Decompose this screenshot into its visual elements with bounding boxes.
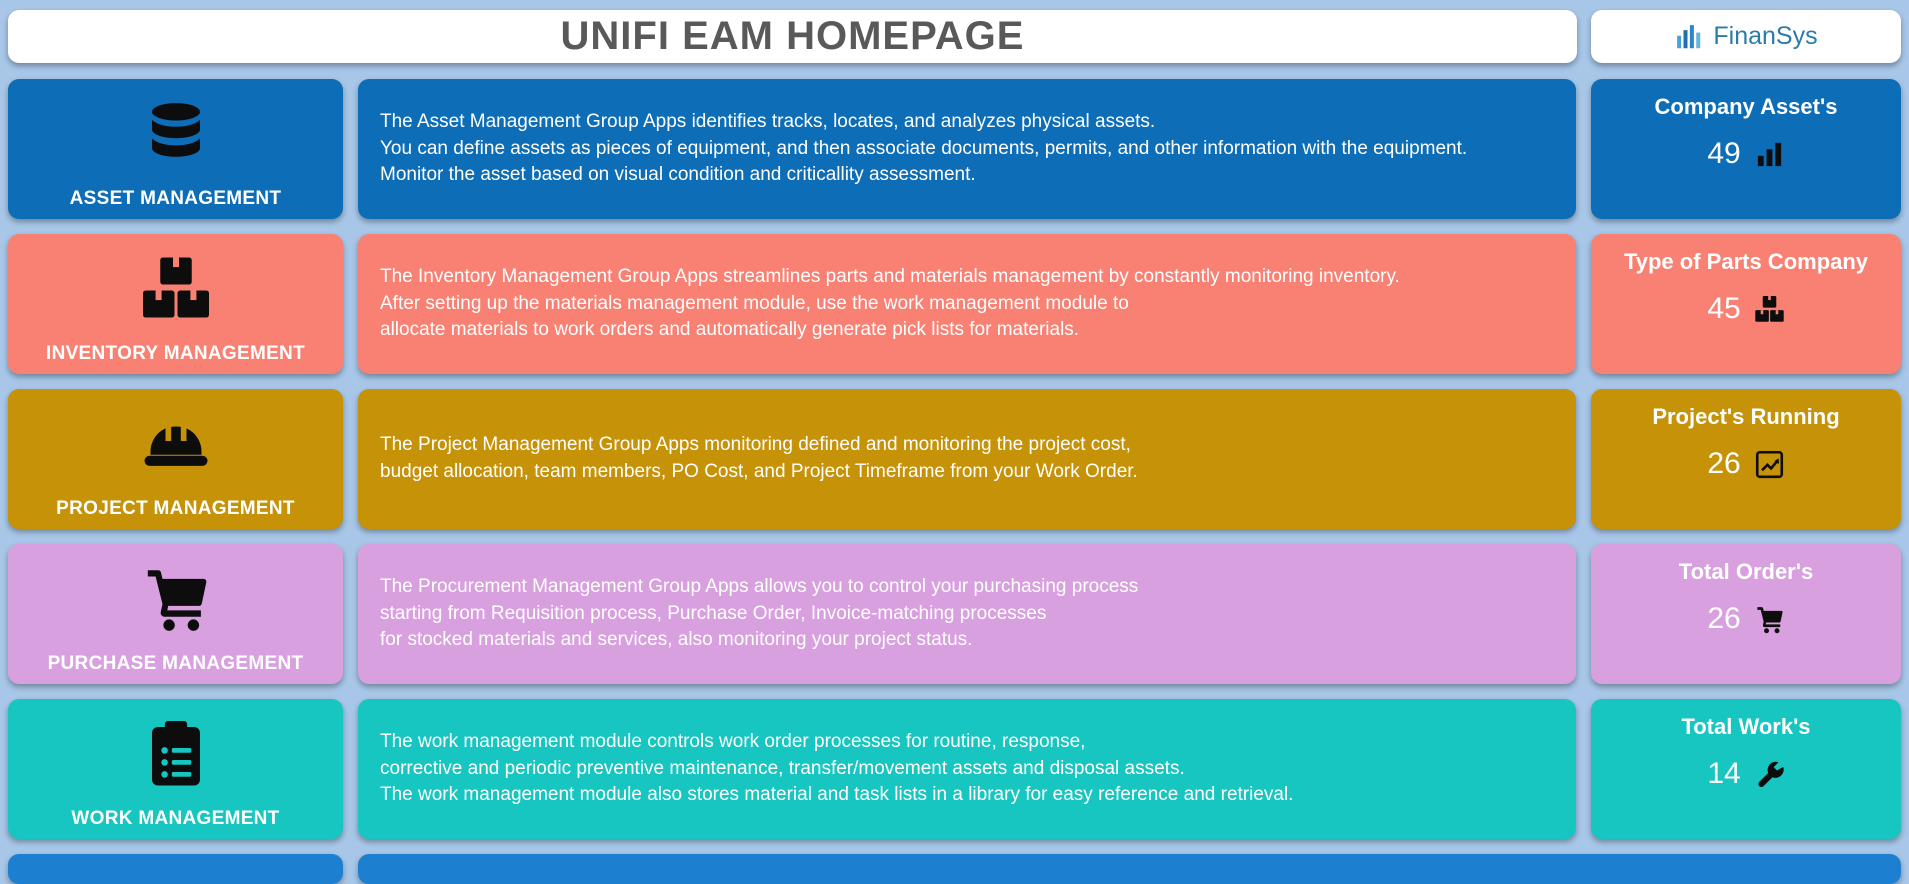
header: UNIFI EAM HOMEPAGE FinanSys — [8, 10, 1901, 63]
logo-card: FinanSys — [1591, 10, 1901, 63]
stat-row: 26 — [1707, 447, 1784, 481]
stat-title: Total Order's — [1678, 559, 1814, 584]
module-description: The Procurement Management Group Apps al… — [380, 575, 1139, 651]
module-description: The Project Management Group Apps monito… — [380, 434, 1138, 482]
finansys-bars-icon — [1674, 22, 1704, 52]
clipboard-list-icon — [140, 699, 212, 808]
stat-row: 14 — [1707, 757, 1784, 791]
stat-card-company-assets[interactable]: Company Asset's 49 — [1591, 79, 1901, 219]
description-card-asset: The Asset Management Group Apps identifi… — [358, 79, 1576, 219]
row-inventory-management: INVENTORY MANAGEMENT The Inventory Manag… — [8, 234, 1901, 374]
shopping-cart-icon — [140, 544, 212, 653]
module-card-work[interactable]: WORK MANAGEMENT — [8, 699, 343, 839]
stat-row: 45 — [1707, 292, 1784, 326]
stat-card-total-works[interactable]: Total Work's 14 — [1591, 699, 1901, 839]
module-label: PURCHASE MANAGEMENT — [47, 653, 304, 674]
stat-value: 14 — [1707, 757, 1741, 790]
module-label: INVENTORY MANAGEMENT — [45, 343, 305, 364]
hard-hat-icon — [140, 389, 212, 498]
title-card: UNIFI EAM HOMEPAGE — [8, 10, 1577, 63]
bar-chart-icon — [1754, 139, 1785, 170]
stat-title: Project's Running — [1652, 404, 1840, 429]
stat-card-parts[interactable]: Type of Parts Company 45 — [1591, 234, 1901, 374]
stat-row: 49 — [1707, 137, 1784, 171]
stat-row: 26 — [1707, 602, 1784, 636]
stat-card-total-orders[interactable]: Total Order's 26 — [1591, 544, 1901, 684]
module-label: ASSET MANAGEMENT — [69, 188, 282, 209]
boxes-icon — [140, 234, 212, 343]
line-chart-icon — [1754, 449, 1785, 480]
stat-title: Company Asset's — [1654, 94, 1838, 119]
module-description: The work management module controls work… — [380, 730, 1294, 806]
partial-next-row — [8, 854, 1901, 884]
row-work-management: WORK MANAGEMENT The work management modu… — [8, 699, 1901, 839]
row-purchase-management: PURCHASE MANAGEMENT The Procurement Mana… — [8, 544, 1901, 684]
module-card-inventory[interactable]: INVENTORY MANAGEMENT — [8, 234, 343, 374]
logo-text: FinanSys — [1713, 22, 1818, 50]
cart-icon — [1754, 604, 1785, 635]
description-card-work: The work management module controls work… — [358, 699, 1576, 839]
description-card-purchase: The Procurement Management Group Apps al… — [358, 544, 1576, 684]
stat-value: 45 — [1707, 292, 1741, 325]
module-card-asset[interactable]: ASSET MANAGEMENT — [8, 79, 343, 219]
stat-value: 49 — [1707, 137, 1741, 170]
stat-value: 26 — [1707, 447, 1741, 480]
parts-boxes-icon — [1754, 294, 1785, 325]
module-label: WORK MANAGEMENT — [71, 808, 280, 829]
wrench-icon — [1754, 759, 1785, 790]
module-card-purchase[interactable]: PURCHASE MANAGEMENT — [8, 544, 343, 684]
row-asset-management: ASSET MANAGEMENT The Asset Management Gr… — [8, 79, 1901, 219]
stat-card-projects-running[interactable]: Project's Running 26 — [1591, 389, 1901, 529]
page-title: UNIFI EAM HOMEPAGE — [560, 14, 1025, 58]
partial-description-card — [358, 854, 1901, 884]
stat-title: Type of Parts Company — [1623, 249, 1869, 274]
module-label: PROJECT MANAGEMENT — [56, 498, 295, 519]
stat-value: 26 — [1707, 602, 1741, 635]
module-card-project[interactable]: PROJECT MANAGEMENT — [8, 389, 343, 529]
partial-module-card — [8, 854, 343, 884]
module-description: The Inventory Management Group Apps stre… — [380, 265, 1400, 341]
description-card-project: The Project Management Group Apps monito… — [358, 389, 1576, 529]
stat-title: Total Work's — [1681, 714, 1811, 739]
database-icon — [140, 79, 212, 188]
module-description: The Asset Management Group Apps identifi… — [380, 110, 1468, 186]
row-project-management: PROJECT MANAGEMENT The Project Managemen… — [8, 389, 1901, 529]
description-card-inventory: The Inventory Management Group Apps stre… — [358, 234, 1576, 374]
